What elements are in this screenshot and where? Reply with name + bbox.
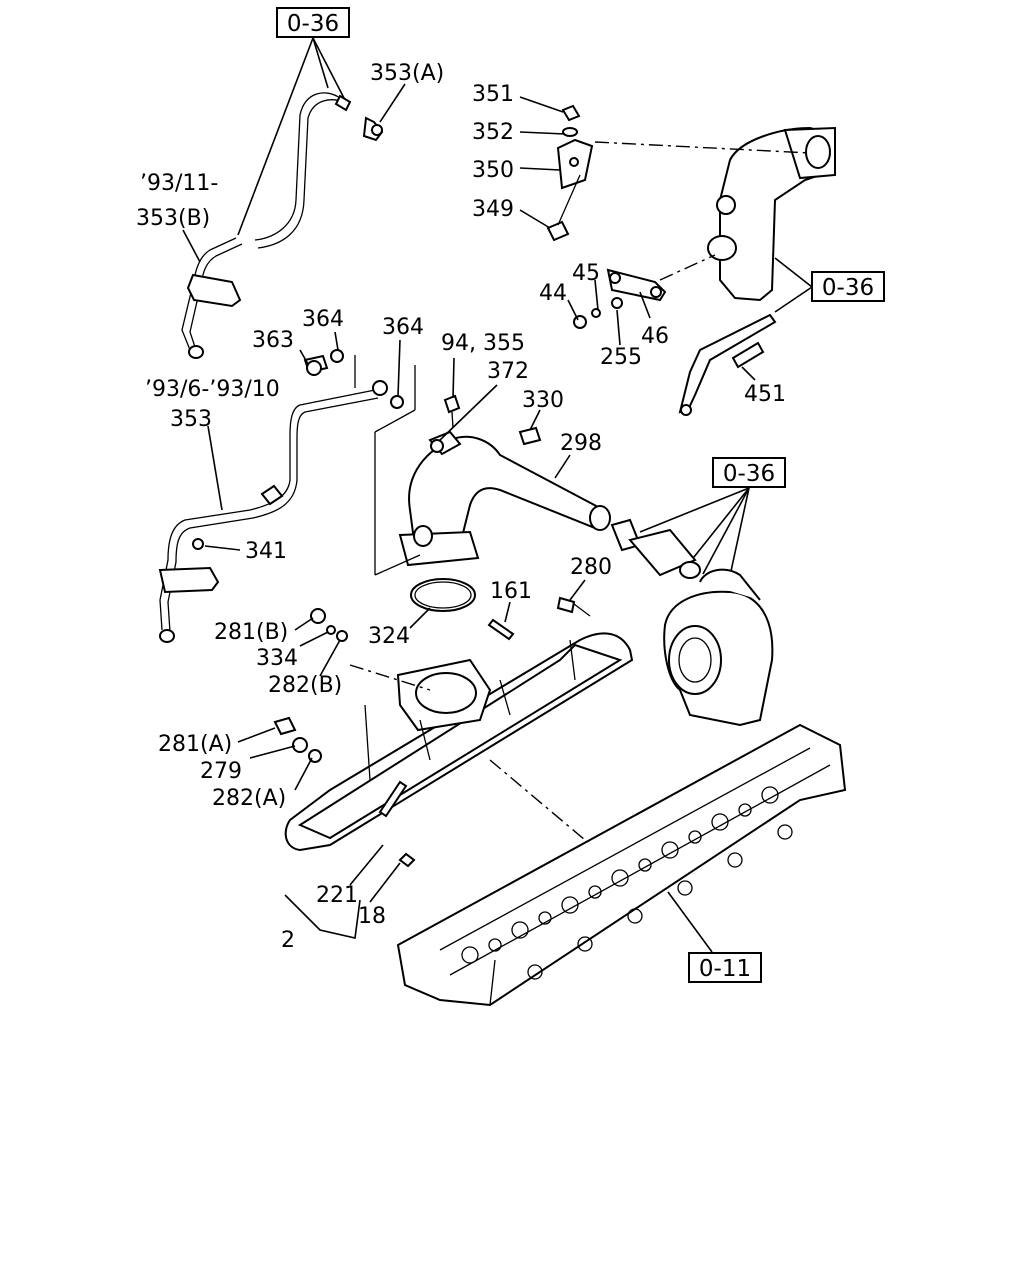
part-label-352[interactable]: 352 [472, 120, 514, 145]
part-label-364-a[interactable]: 364 [302, 307, 344, 332]
part-label-372[interactable]: 372 [487, 359, 529, 384]
label-leaders [182, 83, 756, 939]
note-date-93-11: ’93/11- [140, 171, 218, 196]
part-label-281a[interactable]: 281(A) [158, 732, 232, 757]
oil-pipe-353-upper[interactable] [181, 92, 384, 359]
oil-pipe-353-lower[interactable] [158, 380, 388, 643]
part-label-351[interactable]: 351 [472, 82, 514, 107]
part-label-298[interactable]: 298 [560, 431, 602, 456]
part-label-350[interactable]: 350 [472, 158, 514, 183]
ref-box-0-36-mid[interactable]: 0-36 [712, 457, 786, 488]
part-label-280[interactable]: 280 [570, 555, 612, 580]
part-label-282b[interactable]: 282(B) [268, 673, 342, 698]
part-label-281b[interactable]: 281(B) [214, 620, 288, 645]
note-date-93-6-93-10: ’93/6-’93/10 [145, 377, 280, 402]
exhaust-pipe[interactable] [573, 126, 836, 416]
part-label-161[interactable]: 161 [490, 579, 532, 604]
bolt-280[interactable] [556, 596, 591, 617]
part-label-44[interactable]: 44 [539, 281, 567, 306]
bracket-350[interactable] [546, 104, 594, 242]
part-label-324[interactable]: 324 [368, 624, 410, 649]
head-ports [461, 786, 793, 980]
part-label-221[interactable]: 221 [316, 883, 358, 908]
part-label-45[interactable]: 45 [572, 261, 600, 286]
part-labels: 353(A) 353(B) 353 351 352 350 349 45 44 … [136, 61, 786, 953]
part-label-46[interactable]: 46 [641, 324, 669, 349]
part-label-349[interactable]: 349 [472, 197, 514, 222]
part-label-2[interactable]: 2 [281, 928, 295, 953]
ref-label: 0-36 [723, 461, 775, 487]
plug-281a[interactable] [273, 716, 322, 763]
ref-box-0-36-top[interactable]: 0-36 [276, 7, 350, 38]
nut-281b[interactable] [310, 608, 348, 642]
intake-elbow-298[interactable] [354, 355, 611, 576]
ref-label: 0-11 [699, 956, 751, 982]
part-label-363[interactable]: 363 [252, 328, 294, 353]
part-label-279[interactable]: 279 [200, 759, 242, 784]
part-label-330[interactable]: 330 [522, 388, 564, 413]
ref-box-0-11[interactable]: 0-11 [688, 952, 762, 983]
stud-161[interactable] [487, 618, 515, 641]
part-label-18[interactable]: 18 [358, 904, 386, 929]
ref-leaders [237, 37, 813, 953]
part-label-334[interactable]: 334 [256, 646, 298, 671]
part-label-364-b[interactable]: 364 [382, 315, 424, 340]
gasket-324[interactable] [410, 578, 476, 612]
part-label-255[interactable]: 255 [600, 345, 642, 370]
part-label-341[interactable]: 341 [245, 539, 287, 564]
bolt-363[interactable] [303, 349, 404, 409]
intake-manifold-2[interactable] [284, 632, 634, 868]
cylinder-head[interactable] [396, 723, 847, 1007]
part-label-353a[interactable]: 353(A) [370, 61, 444, 86]
part-label-353b[interactable]: 353(B) [136, 206, 210, 231]
part-label-282a[interactable]: 282(A) [212, 786, 286, 811]
ref-box-0-36-right[interactable]: 0-36 [811, 271, 885, 302]
part-label-353[interactable]: 353 [170, 407, 212, 432]
ref-label: 0-36 [287, 11, 339, 37]
part-label-451[interactable]: 451 [744, 382, 786, 407]
turbocharger[interactable] [610, 518, 774, 727]
ref-label: 0-36 [822, 275, 874, 301]
part-label-94-355[interactable]: 94, 355 [441, 331, 525, 356]
